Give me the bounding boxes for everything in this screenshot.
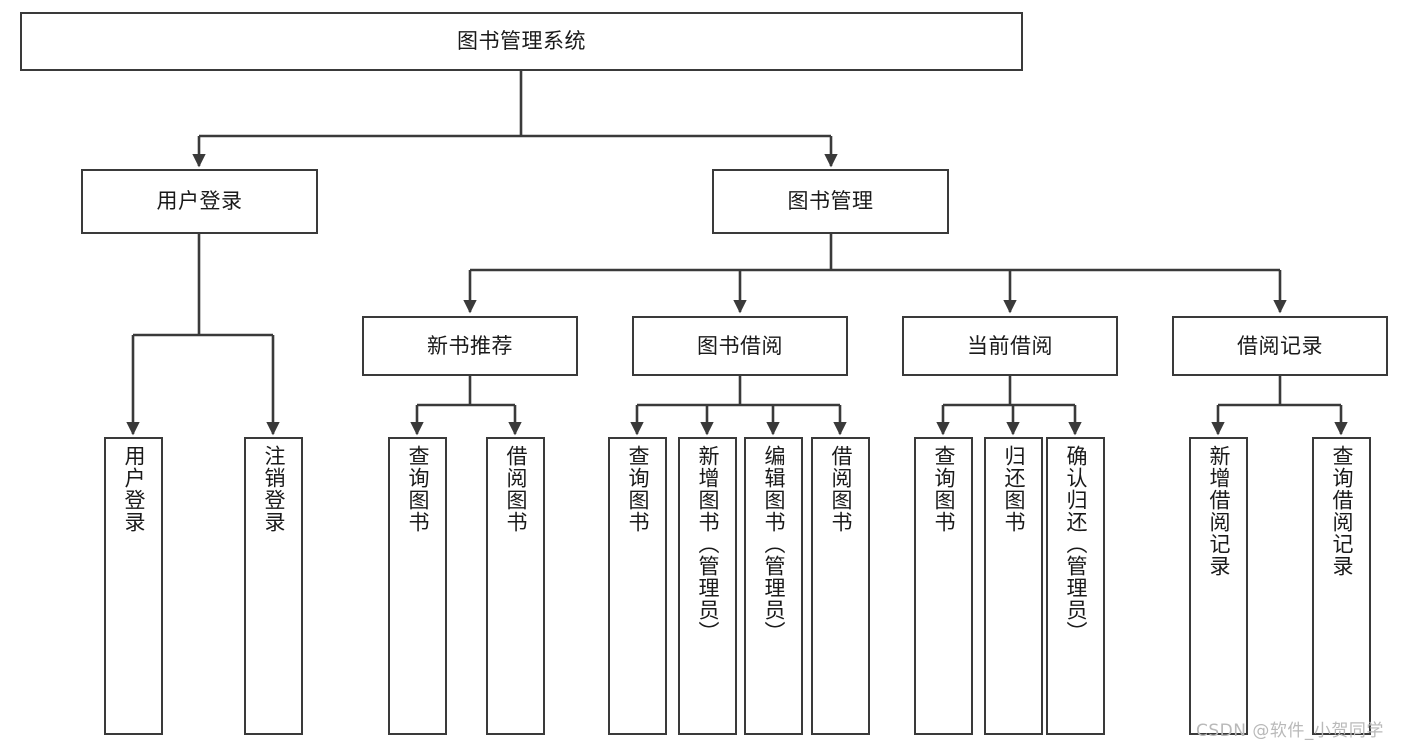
leaf-user-login[interactable]: 用户登录 xyxy=(104,437,163,735)
node-label: 查询图书 xyxy=(932,445,956,533)
node-label: 查询借阅记录 xyxy=(1330,445,1354,577)
leaf-query-book-borrow[interactable]: 查询图书 xyxy=(608,437,667,735)
node-label: 借阅图书 xyxy=(829,445,853,533)
leaf-query-borrow-record[interactable]: 查询借阅记录 xyxy=(1312,437,1371,735)
leaf-query-book-new-rec[interactable]: 查询图书 xyxy=(388,437,447,735)
node-label: 查询图书 xyxy=(626,445,650,533)
node-label: 图书管理 xyxy=(787,189,874,214)
node-label: 图书借阅 xyxy=(697,333,783,358)
node-label: 用户登录 xyxy=(122,445,146,533)
node-label: 新书推荐 xyxy=(427,333,513,358)
node-user-login[interactable]: 用户登录 xyxy=(81,169,318,234)
node-label: 当前借阅 xyxy=(967,333,1053,358)
node-label: 新增图书（管理员） xyxy=(696,445,720,643)
node-label: 归还图书 xyxy=(1002,445,1026,533)
node-borrow-record[interactable]: 借阅记录 xyxy=(1172,316,1388,376)
node-label: 查询图书 xyxy=(406,445,430,533)
leaf-borrow-book-borrow[interactable]: 借阅图书 xyxy=(811,437,870,735)
node-label: 借阅图书 xyxy=(504,445,528,533)
node-new-book-recommend[interactable]: 新书推荐 xyxy=(362,316,578,376)
leaf-edit-book-admin[interactable]: 编辑图书（管理员） xyxy=(744,437,803,735)
leaf-logout-login[interactable]: 注销登录 xyxy=(244,437,303,735)
node-label: 编辑图书（管理员） xyxy=(762,445,786,643)
leaf-return-book[interactable]: 归还图书 xyxy=(984,437,1043,735)
node-root-book-management-system[interactable]: 图书管理系统 xyxy=(20,12,1023,71)
watermark-credit: CSDN @软件_小贺同学 xyxy=(1196,721,1384,741)
node-current-borrow[interactable]: 当前借阅 xyxy=(902,316,1118,376)
leaf-add-book-admin[interactable]: 新增图书（管理员） xyxy=(678,437,737,735)
leaf-add-borrow-record[interactable]: 新增借阅记录 xyxy=(1189,437,1248,735)
node-label: 图书管理系统 xyxy=(457,29,586,54)
node-book-management[interactable]: 图书管理 xyxy=(712,169,949,234)
node-label: 用户登录 xyxy=(156,189,243,214)
leaf-query-book-current[interactable]: 查询图书 xyxy=(914,437,973,735)
leaf-borrow-book-new-rec[interactable]: 借阅图书 xyxy=(486,437,545,735)
node-label: 注销登录 xyxy=(262,445,286,533)
leaf-confirm-return-admin[interactable]: 确认归还（管理员） xyxy=(1046,437,1105,735)
node-label: 新增借阅记录 xyxy=(1207,445,1231,577)
node-book-borrow[interactable]: 图书借阅 xyxy=(632,316,848,376)
node-label: 确认归还（管理员） xyxy=(1064,445,1088,643)
node-label: 借阅记录 xyxy=(1237,333,1323,358)
